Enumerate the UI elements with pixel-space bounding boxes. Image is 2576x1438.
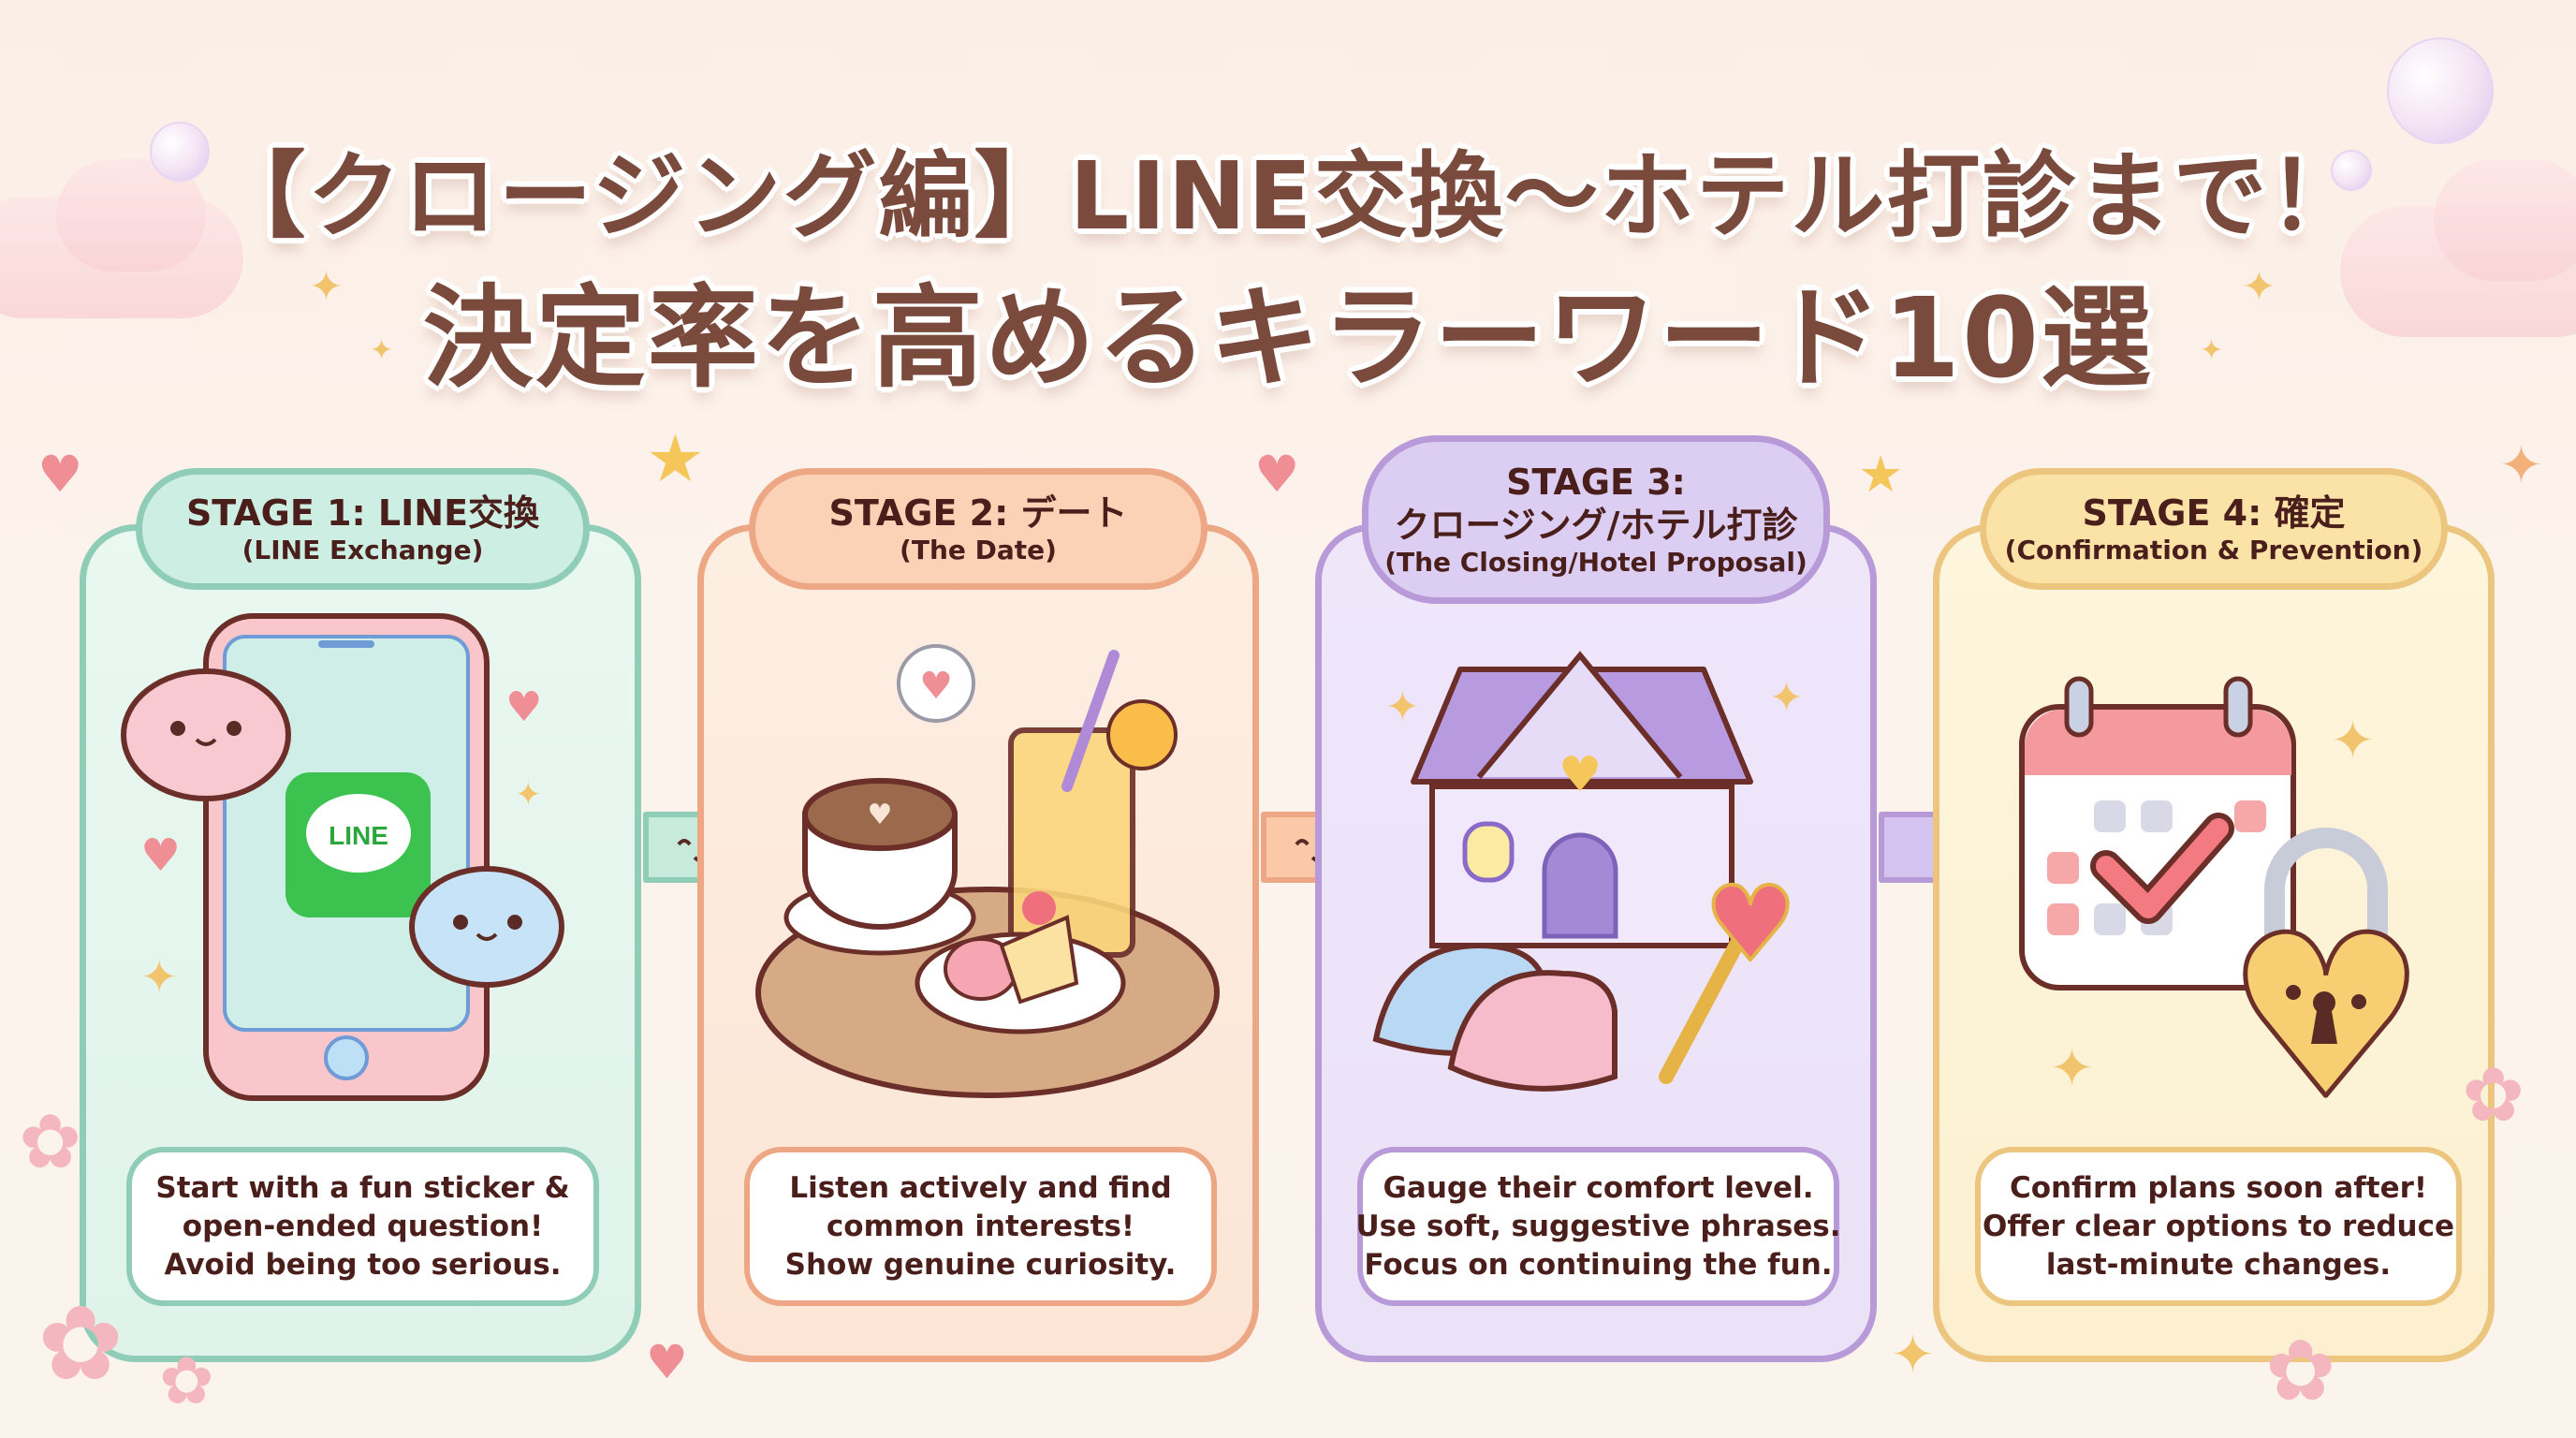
cherry-blossom-icon: ✿	[159, 1343, 214, 1419]
page-title-line2: 決定率を高めるキラーワード10選	[422, 273, 2154, 403]
stage4-heading: STAGE 4: 確定	[2082, 492, 2346, 534]
svg-text:✦: ✦	[140, 951, 178, 1004]
cherry-blossom-icon: ✿	[2265, 1322, 2336, 1420]
svg-text:♥: ♥	[868, 799, 893, 831]
stage2-tip-box: Listen actively and find common interest…	[744, 1147, 1217, 1306]
star-decoration-icon: ★	[646, 420, 705, 497]
winged-heart-icon: ♥	[1254, 445, 1300, 504]
bubble-decoration	[150, 122, 210, 182]
stage4-tip-box: Confirm plans soon after! Offer clear op…	[1975, 1147, 2462, 1306]
heart-decoration-icon: ♥	[646, 1335, 688, 1389]
svg-text:♥: ♥	[140, 829, 181, 882]
svg-text:✦: ✦	[515, 776, 542, 814]
stage3-tip-box: Gauge their comfort level. Use soft, sug…	[1355, 1147, 1841, 1306]
stage1-tip-line: Start with a fun sticker &	[155, 1170, 570, 1205]
latte-juice-and-desserts-icon: ♥ ♥	[755, 644, 1220, 1098]
stage1-subheading: (LINE Exchange)	[242, 535, 484, 565]
stage2-tip-line: common interests!	[826, 1209, 1135, 1243]
svg-text:✦: ✦	[1385, 683, 1420, 731]
stage4-tip-line: last-minute changes.	[2045, 1247, 2392, 1282]
svg-text:♥: ♥	[1559, 747, 1603, 803]
svg-text:✦: ✦	[2050, 1038, 2094, 1099]
page-title-line1: 【クロージング編】LINE交換〜ホテル打診まで！	[212, 141, 2364, 251]
stage4-tip-line: Confirm plans soon after!	[2009, 1170, 2428, 1205]
star-decoration-icon: ★	[1858, 445, 1904, 504]
cherry-blossom-icon: ✿	[2462, 1051, 2525, 1138]
smartphone-with-line-app-icon: LINE ♥ ♥ ✦ ✦	[121, 613, 564, 1101]
calendar-check-and-heart-lock-icon: ♥ ✦ ✦	[2019, 676, 2429, 1152]
cloud-decoration-right-top	[2434, 159, 2576, 281]
cherry-blossom-icon: ✿	[37, 1284, 124, 1403]
svg-text:♥: ♥	[1705, 864, 1797, 984]
line-icon-label: LINE	[329, 821, 388, 850]
cherry-blossom-icon: ✿	[19, 1098, 82, 1185]
stage1-tip-line: open-ended question!	[182, 1209, 544, 1243]
stage3-tip-line: Use soft, suggestive phrases.	[1355, 1209, 1841, 1243]
stage2-tip-line: Listen actively and find	[789, 1170, 1172, 1205]
stage2-subheading: (The Date)	[900, 535, 1057, 565]
svg-text:✦: ✦	[2331, 711, 2375, 771]
stage2-header: STAGE 2: デート (The Date)	[749, 468, 1208, 590]
stage3-subheading: (The Closing/Hotel Proposal)	[1384, 547, 1808, 578]
heart-decoration-icon: ♥	[37, 445, 83, 504]
stage3-tip-line: Gauge their comfort level.	[1383, 1170, 1814, 1205]
sparkle-icon: ✦	[2200, 334, 2224, 367]
stage3-heading: STAGE 3:	[1506, 462, 1686, 503]
house-shoes-and-heart-key-icon: ♥ ♥ ✦ ✦	[1372, 651, 1804, 1092]
sparkle-icon: ✦	[309, 263, 344, 311]
stage1-heading: STAGE 1: LINE交換	[185, 492, 540, 534]
stage4-tip-line: Offer clear options to reduce	[1982, 1209, 2455, 1243]
svg-text:✦: ✦	[1769, 674, 1804, 722]
sparkle-icon: ✦	[370, 334, 394, 367]
sparkle-icon: ✦	[2242, 263, 2276, 311]
bubble-decoration	[2387, 37, 2494, 144]
bubble-decoration	[2331, 150, 2372, 191]
stage1-header: STAGE 1: LINE交換 (LINE Exchange)	[136, 468, 590, 590]
sparkle-icon: ✦	[1891, 1325, 1935, 1386]
stage3-tip-line: Focus on continuing the fun.	[1364, 1247, 1833, 1282]
stage4-subheading: (Confirmation & Prevention)	[2004, 535, 2423, 565]
stage1-tip-box: Start with a fun sticker & open-ended qu…	[126, 1147, 599, 1306]
stage4-header: STAGE 4: 確定 (Confirmation & Prevention)	[1980, 468, 2448, 590]
svg-text:♥: ♥	[919, 665, 953, 708]
stage3-header: STAGE 3: クロージング/ホテル打診 (The Closing/Hotel…	[1362, 435, 1830, 604]
stage3-heading-japanese: クロージング/ホテル打診	[1394, 505, 1798, 546]
stage1-tip-line: Avoid being too serious.	[164, 1247, 562, 1282]
sparkle-icon: ✦	[2499, 435, 2543, 496]
svg-text:♥: ♥	[505, 683, 542, 731]
stage2-tip-line: Show genuine curiosity.	[784, 1247, 1177, 1282]
stage2-heading: STAGE 2: デート	[828, 492, 1128, 534]
